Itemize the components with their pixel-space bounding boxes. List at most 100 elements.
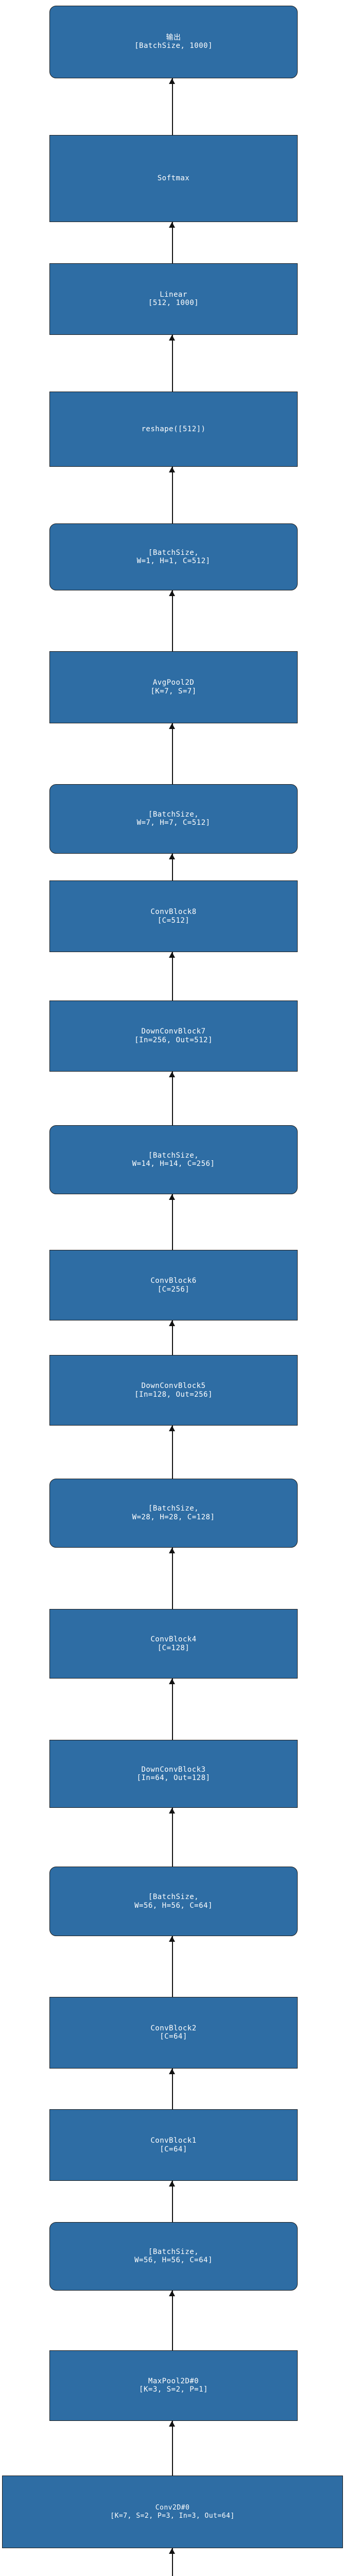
- node-reshape[interactable]: reshape([512]): [49, 391, 298, 467]
- edge-linear-to-softmax: [172, 222, 173, 263]
- node-label-primary: [BatchSize,: [148, 548, 199, 557]
- node-linear[interactable]: Linear[512, 1000]: [49, 263, 298, 335]
- node-maxpool2d0[interactable]: MaxPool2D#0[K=3, S=2, P=1]: [49, 2350, 298, 2421]
- edge-convblock6-to-tensor-14x14x256: [172, 1194, 173, 1250]
- up-arrow-icon: [169, 222, 175, 228]
- node-downconvblock7[interactable]: DownConvBlock7[In=256, Out=512]: [49, 1001, 298, 1072]
- edge-tensor-56x56x64b-to-convblock1: [172, 2181, 173, 2222]
- edge-downconvblock7-to-convblock8: [172, 952, 173, 1001]
- node-label-secondary: [C=256]: [157, 1285, 190, 1294]
- node-downconvblock3[interactable]: DownConvBlock3[In=64, Out=128]: [49, 1740, 298, 1808]
- edge-reshape-to-linear: [172, 334, 173, 392]
- up-arrow-icon: [169, 78, 175, 84]
- edge-convblock2-to-tensor-56x56x64a: [172, 1936, 173, 1997]
- up-arrow-icon: [169, 1547, 175, 1553]
- node-tensor-56x56x64a[interactable]: [BatchSize,W=56, H=56, C=64]: [49, 1866, 298, 1937]
- edge-softmax-to-output: [172, 78, 173, 135]
- edge-avgpool2d-to-tensor-1x1x512: [172, 590, 173, 651]
- node-label-primary: ConvBlock8: [150, 908, 197, 917]
- node-label-secondary: [K=7, S=7]: [150, 687, 197, 696]
- edge-downconvblock5-to-convblock6: [172, 1320, 173, 1355]
- node-label-secondary: [K=7, S=2, P=3, In=3, Out=64]: [110, 2512, 235, 2520]
- edge-convblock4-to-tensor-28x28x128: [172, 1547, 173, 1609]
- node-label-secondary: [In=64, Out=128]: [136, 1774, 211, 1783]
- node-convblock8[interactable]: ConvBlock8[C=512]: [49, 880, 298, 953]
- edge-convblock8-to-tensor-7x7x512: [172, 854, 173, 881]
- edge-tensor-56x56x64a-to-downconvblock3: [172, 1808, 173, 1867]
- node-label-primary: [BatchSize,: [148, 810, 199, 819]
- node-label-primary: AvgPool2D: [152, 679, 195, 687]
- edge-tensor-14x14x256-to-downconvblock7: [172, 1071, 173, 1126]
- up-arrow-icon: [169, 1426, 175, 1432]
- node-label-secondary: [512, 1000]: [148, 299, 199, 308]
- node-label-primary: Linear: [160, 290, 187, 299]
- node-label-primary: ConvBlock1: [150, 2137, 197, 2145]
- node-label-primary: ConvBlock4: [150, 1635, 197, 1644]
- node-label-secondary: W=28, H=28, C=128]: [132, 1513, 215, 1521]
- edge-tensor-1x1x512-to-reshape: [172, 467, 173, 524]
- node-label-secondary: W=56, H=56, C=64]: [134, 1901, 213, 1910]
- up-arrow-icon: [169, 2291, 175, 2297]
- edge-conv2d0-to-maxpool2d0: [172, 2420, 173, 2476]
- up-arrow-icon: [169, 590, 175, 597]
- node-label-secondary: W=14, H=14, C=256]: [132, 1160, 215, 1168]
- up-arrow-icon: [169, 2068, 175, 2074]
- node-tensor-56x56x64b[interactable]: [BatchSize,W=56, H=56, C=64]: [49, 2222, 298, 2291]
- edge-maxpool2d0-to-tensor-56x56x64b: [172, 2291, 173, 2350]
- node-label-primary: Conv2D#0: [155, 2504, 190, 2512]
- up-arrow-icon: [169, 467, 175, 473]
- node-convblock2[interactable]: ConvBlock2[C=64]: [49, 1996, 298, 2069]
- node-convblock6[interactable]: ConvBlock6[C=256]: [49, 1250, 298, 1321]
- node-label-primary: MaxPool2D#0: [148, 2377, 199, 2385]
- node-label-primary: DownConvBlock7: [141, 1027, 206, 1036]
- node-label-primary: [BatchSize,: [148, 1504, 199, 1513]
- node-label-secondary: [K=3, S=2, P=1]: [139, 2385, 208, 2394]
- node-tensor-14x14x256[interactable]: [BatchSize,W=14, H=14, C=256]: [49, 1125, 298, 1194]
- node-label-primary: reshape([512]): [141, 425, 206, 433]
- node-label-secondary: [C=512]: [157, 916, 190, 925]
- node-label-primary: DownConvBlock3: [141, 1765, 206, 1774]
- edge-downconvblock3-to-convblock4: [172, 1679, 173, 1740]
- node-label-primary: ConvBlock6: [150, 1277, 197, 1285]
- node-tensor-28x28x128[interactable]: [BatchSize,W=28, H=28, C=128]: [49, 1479, 298, 1548]
- node-label-secondary: [In=128, Out=256]: [134, 1390, 213, 1399]
- node-label-secondary: [C=64]: [160, 2032, 187, 2041]
- node-label-primary: ConvBlock2: [150, 2024, 197, 2032]
- edge-convblock1-to-convblock2: [172, 2068, 173, 2110]
- node-label-secondary: [In=256, Out=512]: [134, 1036, 213, 1044]
- node-tensor-7x7x512[interactable]: [BatchSize,W=7, H=7, C=512]: [49, 784, 298, 854]
- up-arrow-icon: [169, 1194, 175, 1200]
- node-label-secondary: W=7, H=7, C=512]: [136, 819, 211, 827]
- up-arrow-icon: [169, 2420, 175, 2427]
- up-arrow-icon: [169, 1936, 175, 1942]
- node-label-primary: Softmax: [157, 174, 190, 183]
- node-label-primary: 输出: [166, 33, 181, 42]
- node-convblock1[interactable]: ConvBlock1[C=64]: [49, 2109, 298, 2181]
- edge-input-to-conv2d0: [172, 2548, 173, 2576]
- node-convblock4[interactable]: ConvBlock4[C=128]: [49, 1608, 298, 1679]
- node-softmax[interactable]: Softmax: [49, 134, 298, 223]
- node-downconvblock5[interactable]: DownConvBlock5[In=128, Out=256]: [49, 1355, 298, 1426]
- up-arrow-icon: [169, 854, 175, 860]
- up-arrow-icon: [169, 1679, 175, 1685]
- node-label-secondary: [C=64]: [160, 2145, 187, 2154]
- node-label-secondary: W=1, H=1, C=512]: [136, 557, 211, 566]
- node-output[interactable]: 输出[BatchSize, 1000]: [49, 5, 298, 78]
- node-label-primary: [BatchSize,: [148, 2247, 199, 2256]
- edge-tensor-28x28x128-to-downconvblock5: [172, 1426, 173, 1479]
- node-label-primary: [BatchSize,: [148, 1893, 199, 1902]
- up-arrow-icon: [169, 952, 175, 958]
- node-conv2d0[interactable]: Conv2D#0[K=7, S=2, P=3, In=3, Out=64]: [2, 2476, 343, 2549]
- node-label-primary: DownConvBlock5: [141, 1382, 206, 1391]
- up-arrow-icon: [169, 334, 175, 341]
- up-arrow-icon: [169, 1320, 175, 1327]
- up-arrow-icon: [169, 1071, 175, 1077]
- up-arrow-icon: [169, 1808, 175, 1814]
- node-avgpool2d[interactable]: AvgPool2D[K=7, S=7]: [49, 651, 298, 724]
- node-label-secondary: [BatchSize, 1000]: [134, 42, 213, 50]
- up-arrow-icon: [169, 2548, 175, 2554]
- up-arrow-icon: [169, 723, 175, 730]
- edge-tensor-7x7x512-to-avgpool2d: [172, 723, 173, 784]
- node-tensor-1x1x512[interactable]: [BatchSize,W=1, H=1, C=512]: [49, 523, 298, 591]
- up-arrow-icon: [169, 2181, 175, 2187]
